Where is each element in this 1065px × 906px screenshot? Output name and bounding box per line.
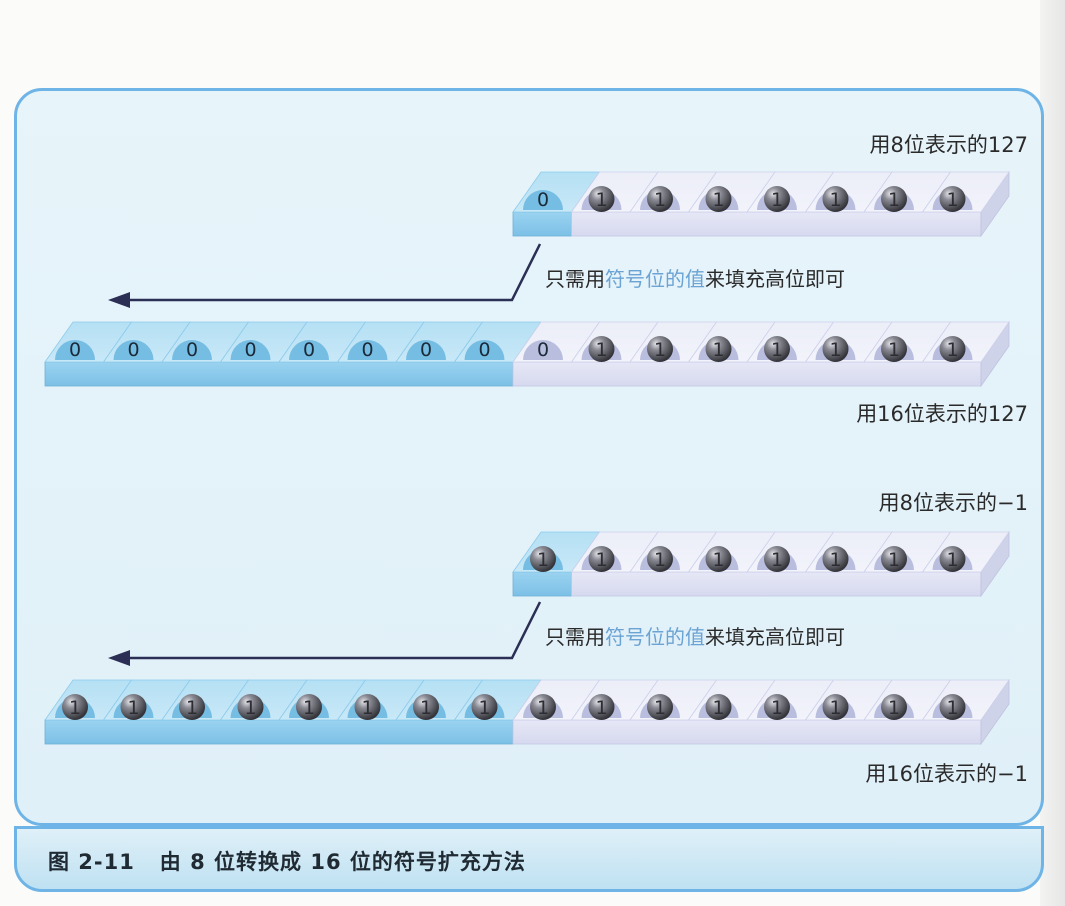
bit-value: 0 — [69, 339, 81, 361]
bit-value: 1 — [829, 549, 841, 571]
bit-value: 1 — [712, 189, 724, 211]
bit-value: 1 — [420, 697, 432, 719]
row-127-16bit-value-part-front — [513, 362, 981, 386]
bit-value: 1 — [186, 697, 198, 719]
bit-value: 0 — [244, 339, 256, 361]
bit-value: 0 — [420, 339, 432, 361]
bit-value: 1 — [654, 697, 666, 719]
bit-row-127-16bit: 0 0 0 0 0 0 0 0 0 1 1 1 1 1 1 1 — [45, 322, 1009, 386]
bit-value: 1 — [654, 549, 666, 571]
sign-fill-note-bottom: 只需用符号位的值来填充高位即可 — [545, 625, 845, 649]
bit-value: 1 — [712, 339, 724, 361]
bit-value: 1 — [244, 697, 256, 719]
bit-value: 1 — [946, 549, 958, 571]
row-127-8bit-value-part-front — [572, 212, 982, 236]
label-minus1-16bit: 用16位表示的−1 — [865, 762, 1028, 786]
bit-value: 1 — [654, 339, 666, 361]
bit-value: 1 — [595, 339, 607, 361]
bit-value: 0 — [127, 339, 139, 361]
sign-fill-arrow-bottom — [108, 602, 540, 666]
row-minus1-16bit-sign-part-front — [45, 720, 513, 744]
bit-value: 0 — [303, 339, 315, 361]
bit-value: 1 — [771, 189, 783, 211]
bit-row-minus1-8bit: 1 1 1 1 1 1 1 1 — [513, 532, 1009, 596]
bit-value: 1 — [712, 549, 724, 571]
bit-value: 1 — [361, 697, 373, 719]
bit-value: 1 — [888, 697, 900, 719]
bit-value: 1 — [654, 189, 666, 211]
bit-value: 1 — [595, 189, 607, 211]
bit-value: 1 — [69, 697, 81, 719]
bit-row-127-8bit: 0 1 1 1 1 1 1 1 — [513, 172, 1009, 236]
row-127-8bit-sign-part-front — [513, 212, 572, 236]
label-127-16bit: 用16位表示的127 — [856, 402, 1028, 426]
label-127-8bit: 用8位表示的127 — [870, 133, 1028, 157]
row-127-16bit-sign-part-front — [45, 362, 513, 386]
bit-value: 1 — [303, 697, 315, 719]
bit-value: 1 — [712, 697, 724, 719]
bit-value: 1 — [829, 697, 841, 719]
bit-value: 0 — [537, 189, 549, 211]
bit-value: 1 — [537, 549, 549, 571]
bit-value: 1 — [771, 549, 783, 571]
bit-value: 1 — [771, 339, 783, 361]
bit-value: 1 — [595, 697, 607, 719]
bit-value: 1 — [888, 549, 900, 571]
bit-row-minus1-16bit: 1 1 1 1 1 1 1 1 1 1 1 1 1 1 1 1 — [45, 680, 1009, 744]
bit-value: 0 — [186, 339, 198, 361]
bit-value: 1 — [537, 697, 549, 719]
sign-fill-arrow-top — [108, 244, 540, 308]
row-minus1-16bit-value-part-front — [513, 720, 981, 744]
row-minus1-8bit-value-part-front — [572, 572, 982, 596]
bit-value: 1 — [946, 339, 958, 361]
bit-value: 0 — [478, 339, 490, 361]
bit-value: 1 — [829, 189, 841, 211]
bit-value: 1 — [888, 189, 900, 211]
row-minus1-8bit-sign-part-front — [513, 572, 572, 596]
sign-fill-note-top: 只需用符号位的值来填充高位即可 — [545, 267, 845, 291]
bit-value: 1 — [595, 549, 607, 571]
label-minus1-8bit: 用8位表示的−1 — [879, 491, 1028, 515]
bit-value: 1 — [946, 189, 958, 211]
bit-value: 0 — [537, 339, 549, 361]
bit-value: 1 — [478, 697, 490, 719]
bit-value: 1 — [829, 339, 841, 361]
bit-value: 1 — [888, 339, 900, 361]
bit-value: 0 — [361, 339, 373, 361]
bit-value: 1 — [946, 697, 958, 719]
bit-value: 1 — [127, 697, 139, 719]
bit-value: 1 — [771, 697, 783, 719]
